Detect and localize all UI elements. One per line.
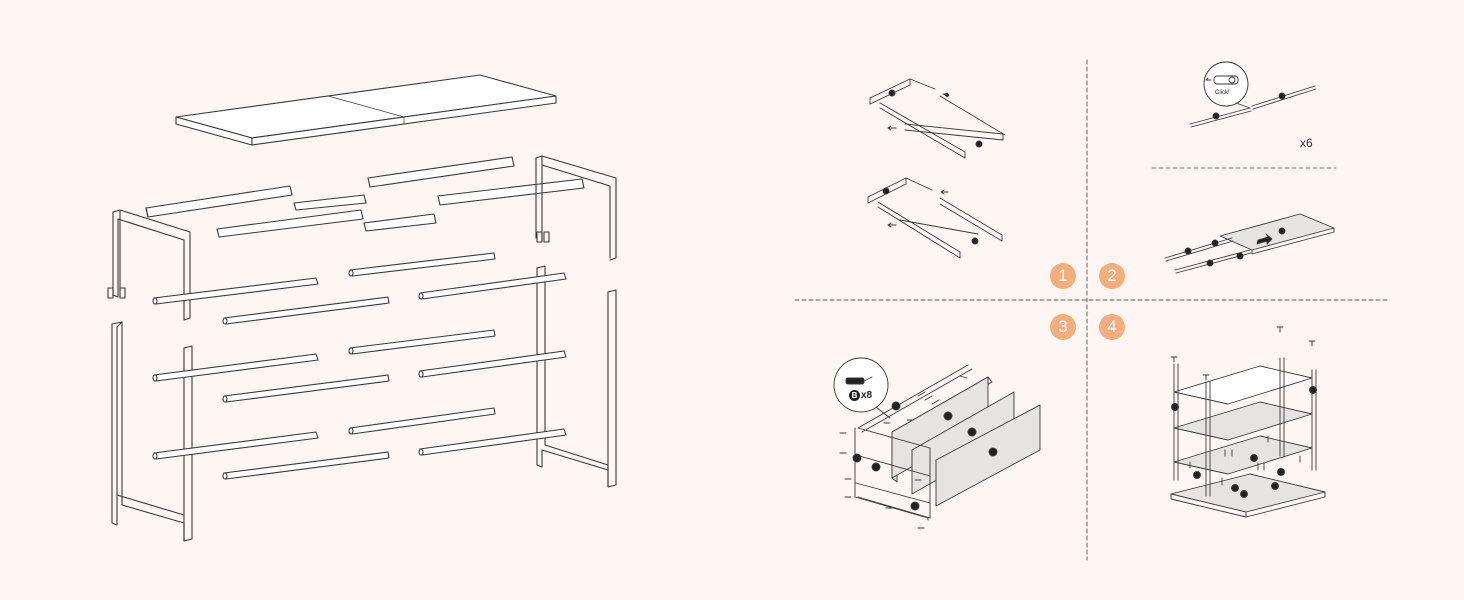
- lower-right-frame: [536, 265, 617, 488]
- tube: [348, 252, 496, 277]
- tube: [152, 431, 319, 460]
- screws: [839, 375, 968, 529]
- tube: [152, 353, 319, 382]
- lower-left-frame: [111, 321, 193, 542]
- shelf-tubes: [152, 252, 567, 480]
- upper-rails: [145, 156, 585, 238]
- step-1-diagram: [867, 78, 1006, 259]
- step-2-diagram: [1164, 61, 1335, 274]
- tube: [222, 296, 390, 325]
- upper-right-frame: [535, 155, 617, 261]
- tube: [222, 451, 390, 480]
- step-2-badge: 2: [1099, 263, 1125, 289]
- step-3-badge: 3: [1050, 314, 1076, 340]
- upper-left-frame: [107, 209, 191, 321]
- step-dividers: [794, 59, 1391, 561]
- step-2-quantity: x6: [1300, 136, 1313, 150]
- top-board: [175, 74, 557, 146]
- tube: [348, 329, 496, 355]
- hardware-quantity: x8: [861, 390, 873, 401]
- hardware-id: B: [849, 390, 860, 401]
- exploded-view: [107, 74, 617, 542]
- tube: [418, 272, 567, 300]
- step-2-click-label: Click!: [1215, 90, 1230, 96]
- tube: [348, 407, 496, 435]
- tube: [418, 350, 567, 378]
- step-4-badge: 4: [1099, 314, 1125, 340]
- step-1-badge: 1: [1050, 263, 1076, 289]
- tube: [152, 277, 319, 305]
- step-4-diagram: [1170, 326, 1326, 518]
- step-3-diagram: [833, 357, 1041, 529]
- tube: [222, 374, 390, 403]
- tube: [418, 428, 567, 456]
